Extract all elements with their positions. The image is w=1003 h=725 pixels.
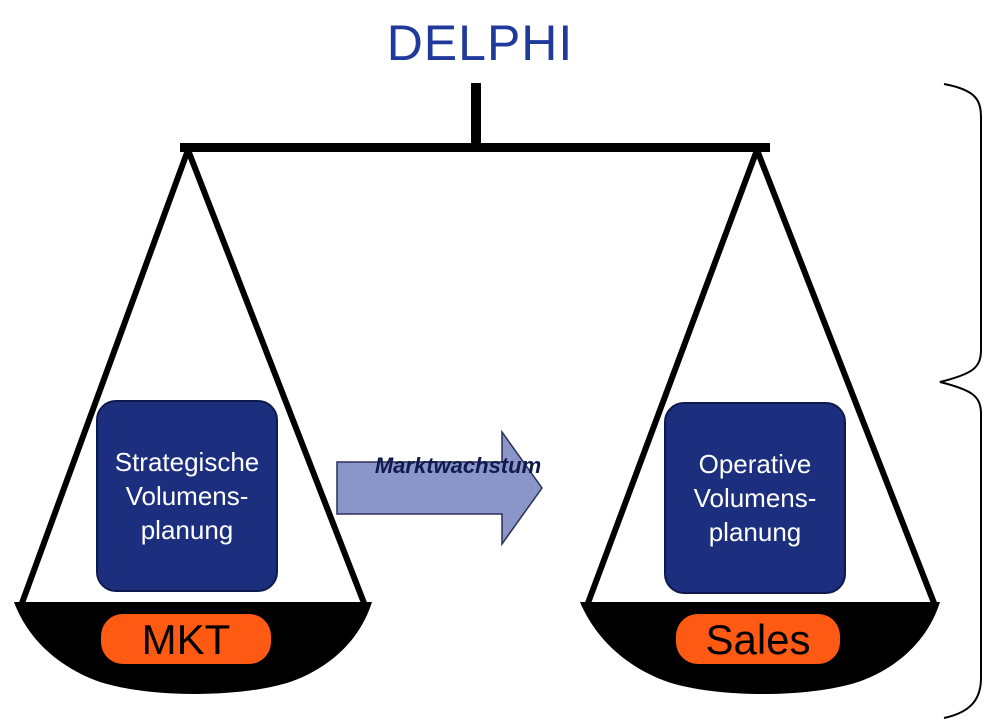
strategic-volume-planning-box: Strategische Volumens- planung [96, 400, 278, 592]
sales-tag: Sales [676, 614, 840, 664]
box-label-line: Volumens- [125, 481, 249, 511]
diagram-title: DELPHI [386, 15, 574, 71]
right-string-inner [754, 148, 937, 605]
left-string-inner [185, 148, 367, 605]
right-string-outer [585, 148, 760, 605]
left-string-outer [19, 148, 191, 605]
scale-post [471, 83, 481, 145]
box-label-line: planung [708, 517, 802, 547]
arrow-label: Marktwachstum [374, 453, 542, 478]
right-brace [939, 83, 982, 719]
growth-arrow [336, 429, 543, 547]
mkt-tag: MKT [101, 614, 271, 664]
box-label-line: Strategische [114, 447, 260, 477]
box-label-line: planung [140, 515, 234, 545]
box-label-line: Operative [698, 449, 812, 479]
box-label-line: Volumens- [693, 483, 817, 513]
scale-beam [180, 143, 770, 152]
operative-volume-planning-box: Operative Volumens- planung [664, 402, 846, 594]
